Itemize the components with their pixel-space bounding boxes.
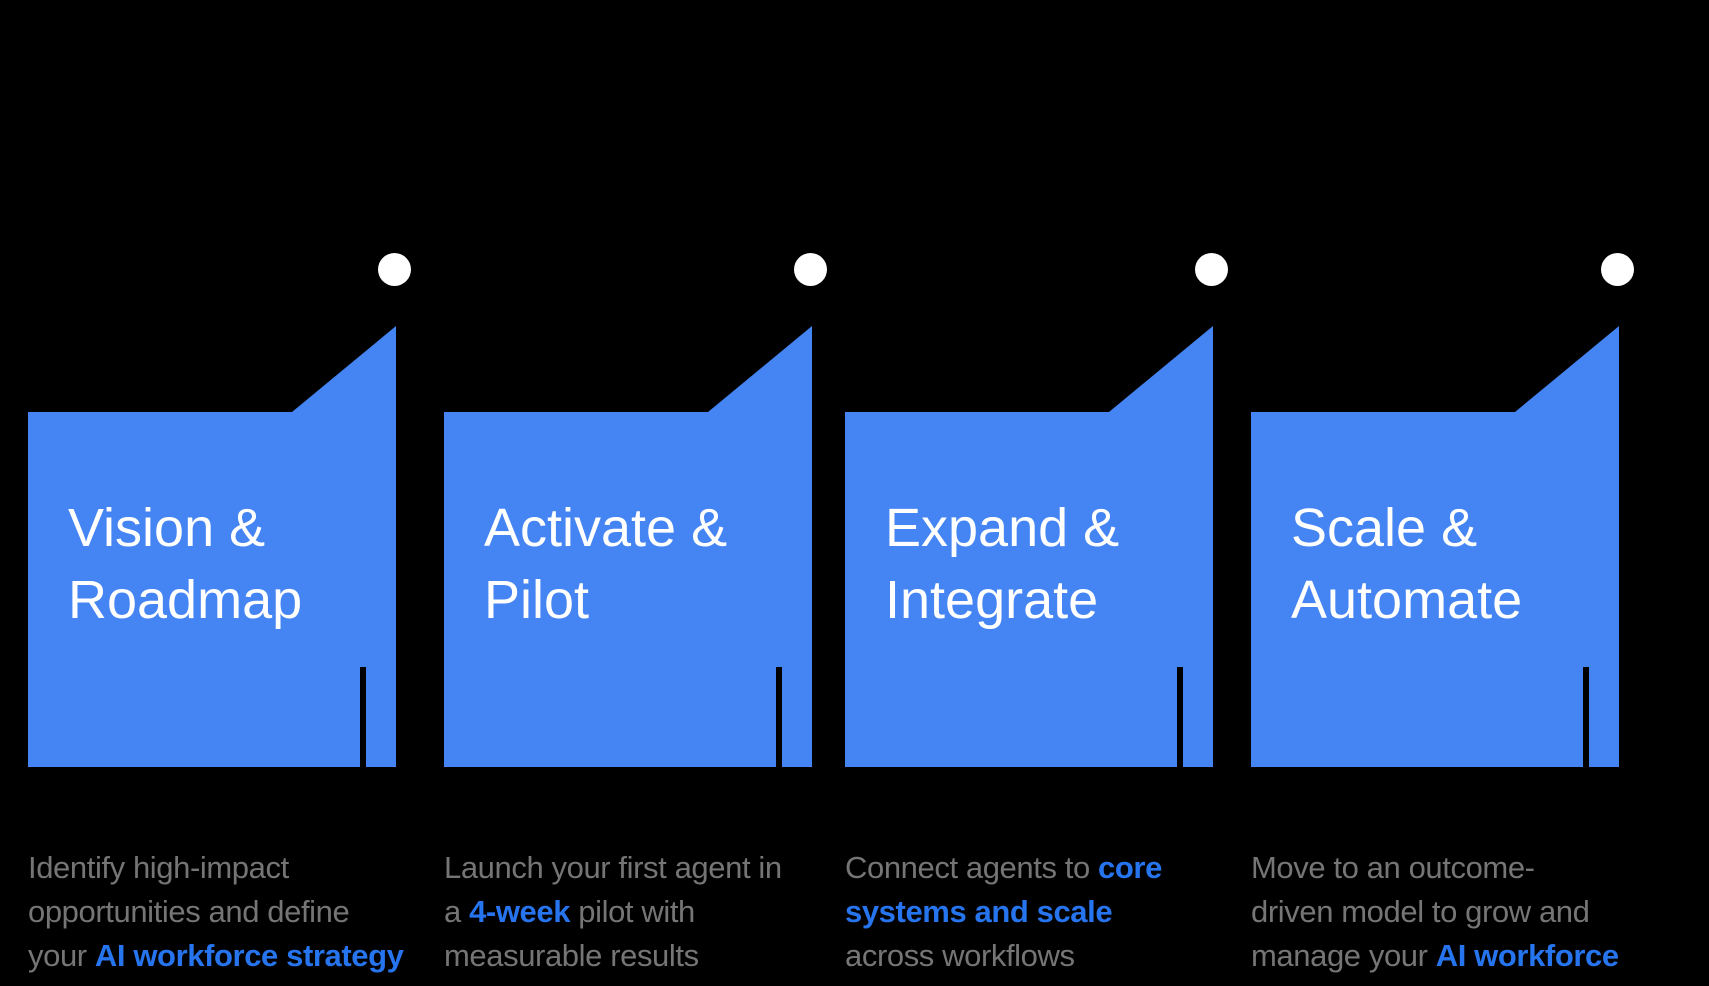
desc-highlight: systems and scale: [845, 894, 1113, 929]
description-line: Connect agents to core: [845, 846, 1213, 890]
step-description: Move to an outcome- driven model to grow…: [1251, 846, 1619, 978]
step-1: Vision & Roadmap Identify high-impact op…: [28, 0, 411, 986]
step-description: Identify high-impact opportunities and d…: [28, 846, 404, 978]
desc-text: measurable results: [444, 938, 699, 973]
flag-shape: Expand & Integrate: [845, 326, 1213, 767]
description-line: measurable results: [444, 934, 812, 978]
step-title-line2: Integrate: [885, 570, 1099, 630]
flag-shape: Vision & Roadmap: [28, 326, 396, 767]
desc-text: driven model to grow and: [1251, 894, 1590, 929]
step-4: Scale & Automate Move to an outcome- dri…: [1251, 0, 1634, 986]
step-title: Vision & Roadmap: [68, 492, 302, 636]
step-title-line2: Pilot: [484, 570, 590, 630]
step-title: Expand & Integrate: [885, 492, 1119, 636]
step-title-line1: Vision &: [68, 498, 266, 558]
flag-shape: Scale & Automate: [1251, 326, 1619, 767]
description-line: Move to an outcome-: [1251, 846, 1619, 890]
description-line: Identify high-impact: [28, 846, 396, 890]
description-line: a 4-week pilot with: [444, 890, 812, 934]
step-description: Connect agents to core systems and scale…: [845, 846, 1213, 978]
timeline-tick: [1583, 667, 1589, 767]
step-title-line2: Roadmap: [68, 570, 303, 630]
description-line: Launch your first agent in: [444, 846, 812, 890]
desc-text: opportunities and define: [28, 894, 350, 929]
desc-text: manage your: [1251, 938, 1436, 973]
step-title-line2: Automate: [1291, 570, 1523, 630]
desc-text: Identify high-impact: [28, 850, 289, 885]
step-title-line1: Scale &: [1291, 498, 1478, 558]
timeline-tick: [360, 667, 366, 767]
desc-text: Launch your first agent in: [444, 850, 782, 885]
description-line: driven model to grow and: [1251, 890, 1619, 934]
step-title: Activate & Pilot: [484, 492, 727, 636]
step-description: Launch your first agent in a 4-week pilo…: [444, 846, 812, 978]
step-2: Activate & Pilot Launch your first agent…: [444, 0, 827, 986]
milestone-dot: [1601, 253, 1634, 286]
desc-highlight: AI workforce strategy: [94, 938, 404, 973]
milestone-dot: [794, 253, 827, 286]
timeline-tick: [1177, 667, 1183, 767]
desc-highlight: 4-week: [469, 894, 571, 929]
desc-text: across workflows: [845, 938, 1075, 973]
desc-text: pilot with: [570, 894, 695, 929]
description-line: manage your AI workforce: [1251, 934, 1619, 978]
desc-text: Move to an outcome-: [1251, 850, 1535, 885]
milestone-dot: [1195, 253, 1228, 286]
desc-highlight: core: [1098, 850, 1162, 885]
step-title-line1: Expand &: [885, 498, 1120, 558]
step-title: Scale & Automate: [1291, 492, 1522, 636]
step-3: Expand & Integrate Connect agents to cor…: [845, 0, 1228, 986]
desc-highlight: AI workforce: [1435, 938, 1619, 973]
timeline-tick: [776, 667, 782, 767]
desc-text: Connect agents to: [845, 850, 1099, 885]
description-line: across workflows: [845, 934, 1213, 978]
desc-text: a: [444, 894, 470, 929]
desc-text: your: [28, 938, 95, 973]
flag-shape: Activate & Pilot: [444, 326, 812, 767]
step-title-line1: Activate &: [484, 498, 728, 558]
milestone-dot: [378, 253, 411, 286]
description-line: your AI workforce strategy: [28, 934, 404, 978]
description-line: systems and scale: [845, 890, 1213, 934]
description-line: opportunities and define: [28, 890, 396, 934]
